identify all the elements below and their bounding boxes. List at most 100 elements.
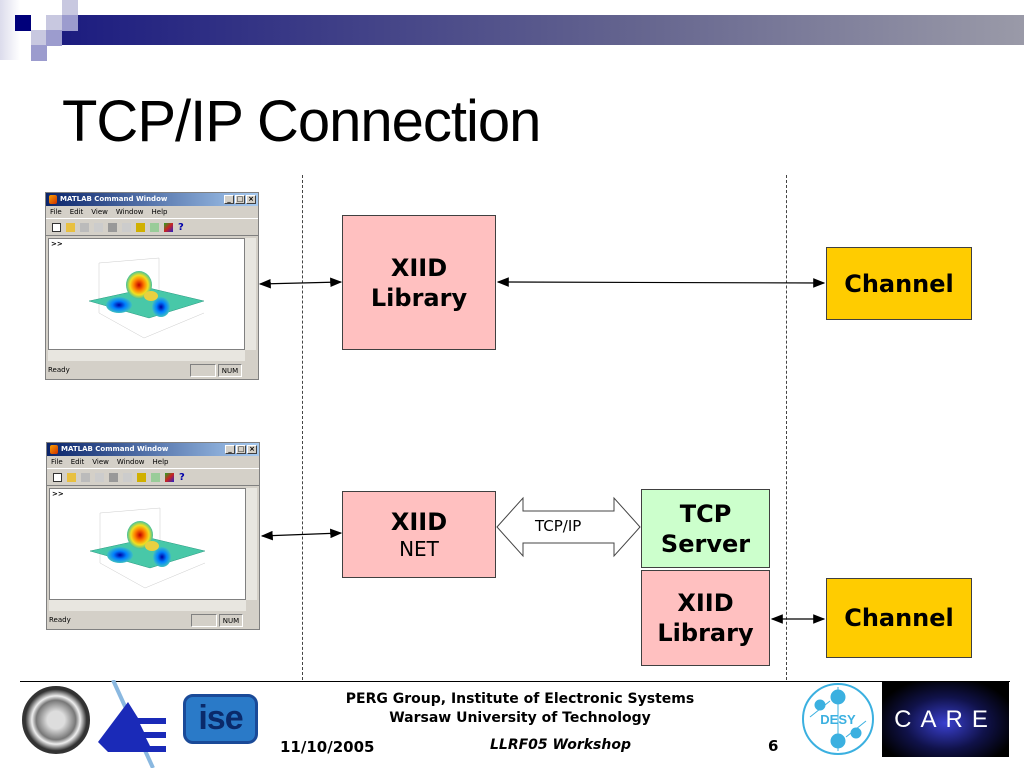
care-logo: CARE (882, 682, 1009, 757)
header-square (15, 15, 31, 31)
page-number: 6 (768, 737, 779, 755)
minimize-button[interactable]: _ (224, 195, 234, 204)
header-gradient-bar (60, 15, 1024, 45)
menu-help[interactable]: Help (151, 208, 168, 216)
status-ready: Ready (48, 366, 70, 374)
dashed-divider-right (786, 175, 787, 680)
plot-grid (98, 257, 205, 339)
arrow-matlab-to-net (260, 528, 343, 541)
vertical-scrollbar[interactable] (246, 488, 257, 600)
horizontal-scrollbar[interactable] (49, 600, 246, 611)
footer-line1: PERG Group, Institute of Electronic Syst… (345, 691, 695, 707)
status-bar: Ready NUM (49, 614, 257, 627)
footer-event: LLRF05 Workshop (490, 737, 631, 753)
arrow-matlab-to-library (258, 277, 343, 289)
box-line2: NET (399, 537, 439, 561)
menu-window[interactable]: Window (116, 458, 145, 466)
box-label: Channel (844, 269, 954, 298)
maximize-button[interactable]: □ (236, 445, 246, 454)
status-panel (191, 614, 217, 627)
faculty-logo (98, 680, 166, 768)
dashed-divider-left (302, 175, 303, 680)
path-browser-icon[interactable] (151, 472, 160, 482)
copy-icon[interactable] (94, 222, 103, 232)
surface-valley (153, 547, 171, 567)
toolbar: ? (47, 468, 259, 486)
menu-view[interactable]: View (92, 458, 109, 466)
undo-icon[interactable] (122, 222, 131, 232)
menu-view[interactable]: View (91, 208, 108, 216)
tcp-ip-double-arrow (496, 496, 641, 558)
desy-logo: DESY (802, 683, 874, 755)
simulink-icon[interactable] (164, 222, 173, 232)
surface-bump (144, 291, 158, 301)
new-file-icon[interactable] (53, 472, 62, 482)
workspace-icon[interactable] (137, 472, 146, 482)
new-file-icon[interactable] (52, 222, 61, 232)
tcp-ip-label: TCP/IP (535, 517, 582, 535)
menu-edit[interactable]: Edit (69, 208, 84, 216)
surface-peak (127, 521, 153, 549)
menu-window[interactable]: Window (115, 208, 144, 216)
simulink-icon[interactable] (165, 472, 174, 482)
desy-emblem-icon (809, 687, 867, 751)
surface-peak (126, 271, 152, 299)
status-num: NUM (219, 614, 243, 627)
open-folder-icon[interactable] (67, 472, 76, 482)
maximize-button[interactable]: □ (235, 195, 245, 204)
footer-date: 11/10/2005 (280, 738, 375, 756)
channel-box-bottom: Channel (826, 578, 972, 658)
surface-plot (88, 257, 205, 339)
window-controls: _ □ × (224, 195, 256, 204)
horizontal-scrollbar[interactable] (48, 350, 245, 361)
matlab-window-top[interactable]: MATLAB Command Window _ □ × File Edit Vi… (45, 192, 259, 380)
header-square (62, 0, 78, 16)
channel-box-top: Channel (826, 247, 972, 320)
xiid-library-box-bottom: XIID Library (641, 570, 770, 666)
close-button[interactable]: × (246, 195, 256, 204)
paste-icon[interactable] (109, 472, 118, 482)
menu-edit[interactable]: Edit (70, 458, 85, 466)
status-panel (190, 364, 216, 377)
menu-help[interactable]: Help (152, 458, 169, 466)
window-title: MATLAB Command Window (61, 445, 169, 453)
command-output-area[interactable]: >> (48, 238, 245, 350)
box-line1: XIID (390, 508, 448, 536)
cut-icon[interactable] (81, 472, 90, 482)
matlab-logo-icon (49, 195, 57, 204)
slide-title: TCP/IP Connection (62, 89, 541, 154)
window-titlebar: MATLAB Command Window _ □ × (46, 193, 258, 206)
help-icon[interactable]: ? (179, 471, 185, 483)
box-line1: XIID (390, 253, 448, 282)
workspace-icon[interactable] (136, 222, 145, 232)
paste-icon[interactable] (108, 222, 117, 232)
header-square (31, 30, 47, 46)
menu-bar: File Edit View Window Help (47, 456, 259, 468)
vertical-scrollbar[interactable] (245, 238, 256, 350)
window-controls: _ □ × (225, 445, 257, 454)
copy-icon[interactable] (95, 472, 104, 482)
status-num: NUM (218, 364, 242, 377)
minimize-button[interactable]: _ (225, 445, 235, 454)
help-icon[interactable]: ? (178, 221, 184, 233)
box-line1: TCP (679, 499, 732, 528)
open-folder-icon[interactable] (66, 222, 75, 232)
cut-icon[interactable] (80, 222, 89, 232)
desy-text: DESY (820, 712, 856, 727)
box-line2: Library (657, 619, 754, 647)
undo-icon[interactable] (123, 472, 132, 482)
menu-file[interactable]: File (51, 458, 63, 466)
header-square (46, 30, 62, 46)
window-title: MATLAB Command Window (60, 195, 168, 203)
menu-bar: File Edit View Window Help (46, 206, 258, 218)
surface-valley (152, 297, 170, 317)
close-button[interactable]: × (247, 445, 257, 454)
ise-logo: ise (183, 694, 258, 744)
path-browser-icon[interactable] (150, 222, 159, 232)
command-output-area[interactable]: >> (49, 488, 246, 600)
toolbar: ? (46, 218, 258, 236)
xiid-library-box-top: XIID Library (342, 215, 496, 350)
menu-file[interactable]: File (50, 208, 62, 216)
matlab-window-bottom[interactable]: MATLAB Command Window _ □ × File Edit Vi… (46, 442, 260, 630)
surface-valley (106, 297, 132, 313)
